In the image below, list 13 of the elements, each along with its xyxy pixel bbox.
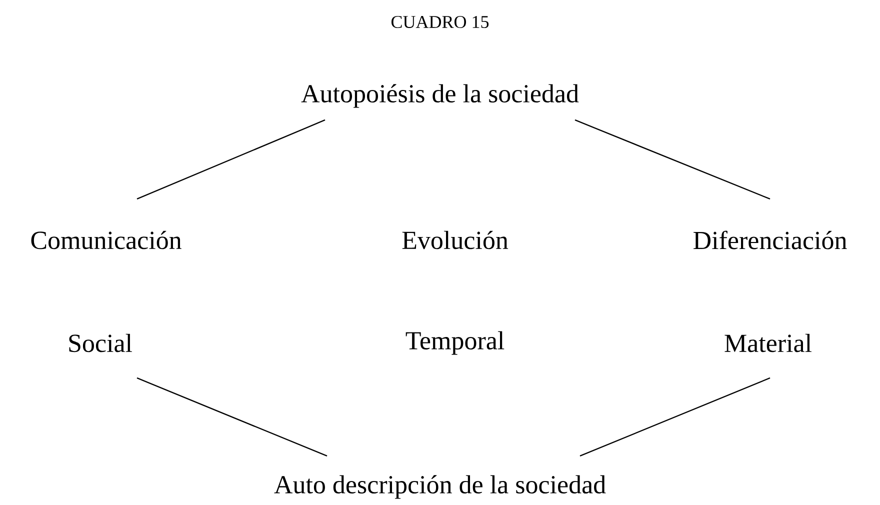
connector-line (580, 377, 770, 457)
node-label: Auto descripción de la sociedad (274, 475, 606, 499)
node-label: Diferenciación (694, 230, 847, 250)
heading: CUADRO 15 (392, 16, 489, 28)
node-label: Comunicación (31, 230, 182, 250)
node-label: Social (69, 334, 132, 352)
connector-line (574, 119, 770, 200)
connector-line (136, 119, 326, 200)
node-label: Material (724, 334, 812, 352)
node-label: Autopoiésis de la sociedad (301, 84, 579, 108)
node-label: Evolución (402, 230, 508, 250)
node-label: Temporal (406, 331, 504, 355)
connector-line (136, 377, 328, 457)
